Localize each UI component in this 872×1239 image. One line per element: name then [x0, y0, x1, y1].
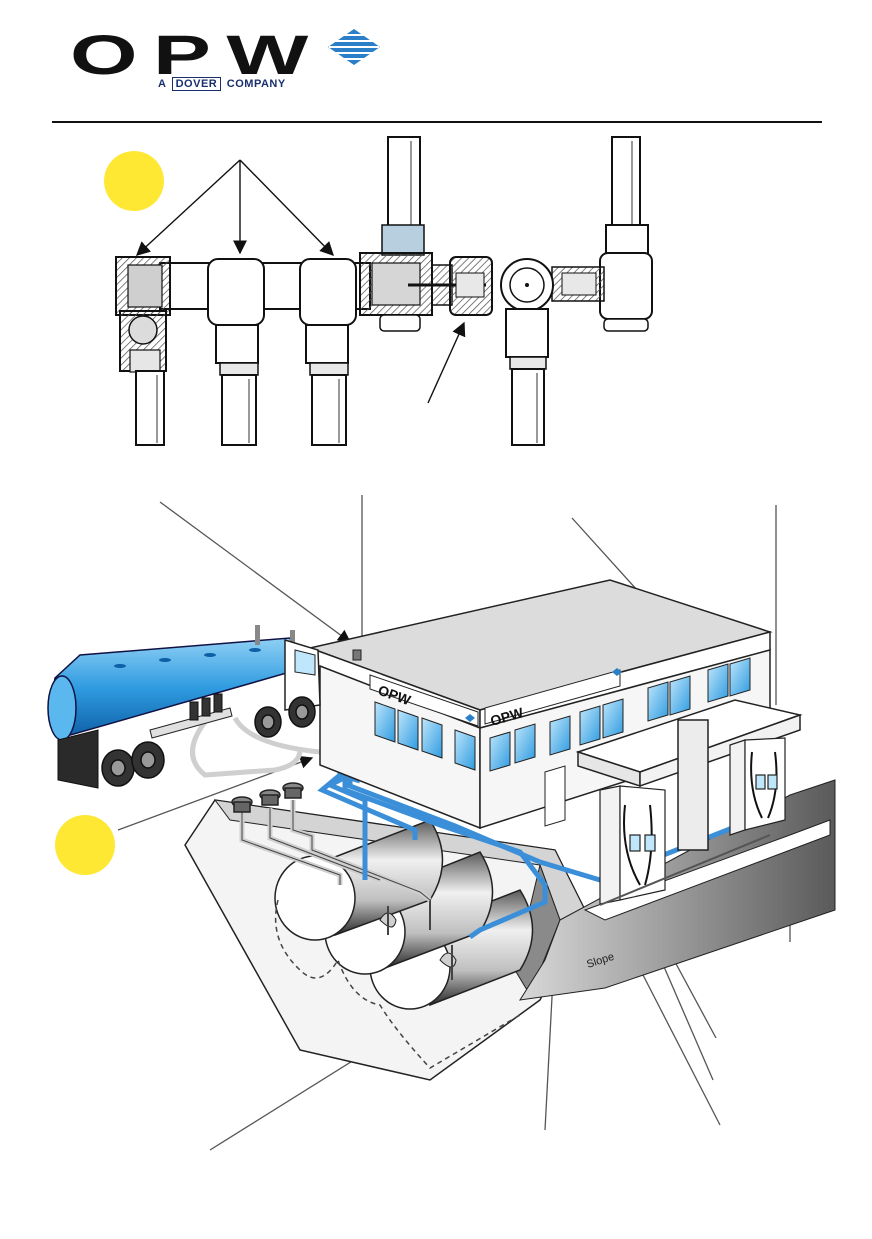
logo-tagline: A DOVER COMPANY — [158, 77, 286, 91]
callout-marker-bottom — [55, 815, 115, 875]
manifold-fittings-diagram — [115, 136, 653, 446]
callout-arrows-tees — [135, 159, 334, 257]
fuel-station-diagram: Slope — [47, 495, 836, 1151]
logo-tag-brand: DOVER — [171, 77, 222, 91]
fuel-dispensers — [599, 737, 786, 905]
vent-pipe — [352, 649, 362, 661]
logo-diamond-icon — [328, 29, 380, 65]
sign-diamond-icon-left — [465, 714, 475, 722]
canopy — [575, 699, 803, 851]
logo-tag-suffix: COMPANY — [226, 78, 286, 90]
fill-caps — [231, 782, 304, 813]
tanker-truck — [47, 625, 321, 789]
tee-fitting-2 — [299, 258, 357, 446]
sign-diamond-icon-right — [612, 668, 622, 676]
logo-tag-prefix: A — [158, 78, 167, 90]
forecourt-pipe — [599, 834, 771, 906]
callout-arrow-valve — [427, 321, 466, 404]
truck-wheels — [101, 696, 316, 787]
header-divider — [52, 121, 822, 123]
left-elbow-fitting — [115, 256, 171, 446]
valve-assembly — [359, 136, 493, 332]
underground-tanks — [274, 819, 534, 1069]
tee-fitting-1 — [207, 258, 265, 446]
building-windows — [374, 657, 751, 772]
logo-wordmark: OPW — [70, 23, 324, 86]
right-elbow-fitting — [500, 136, 653, 446]
callout-marker-top — [104, 151, 164, 211]
fill-piping-outline — [241, 800, 431, 901]
